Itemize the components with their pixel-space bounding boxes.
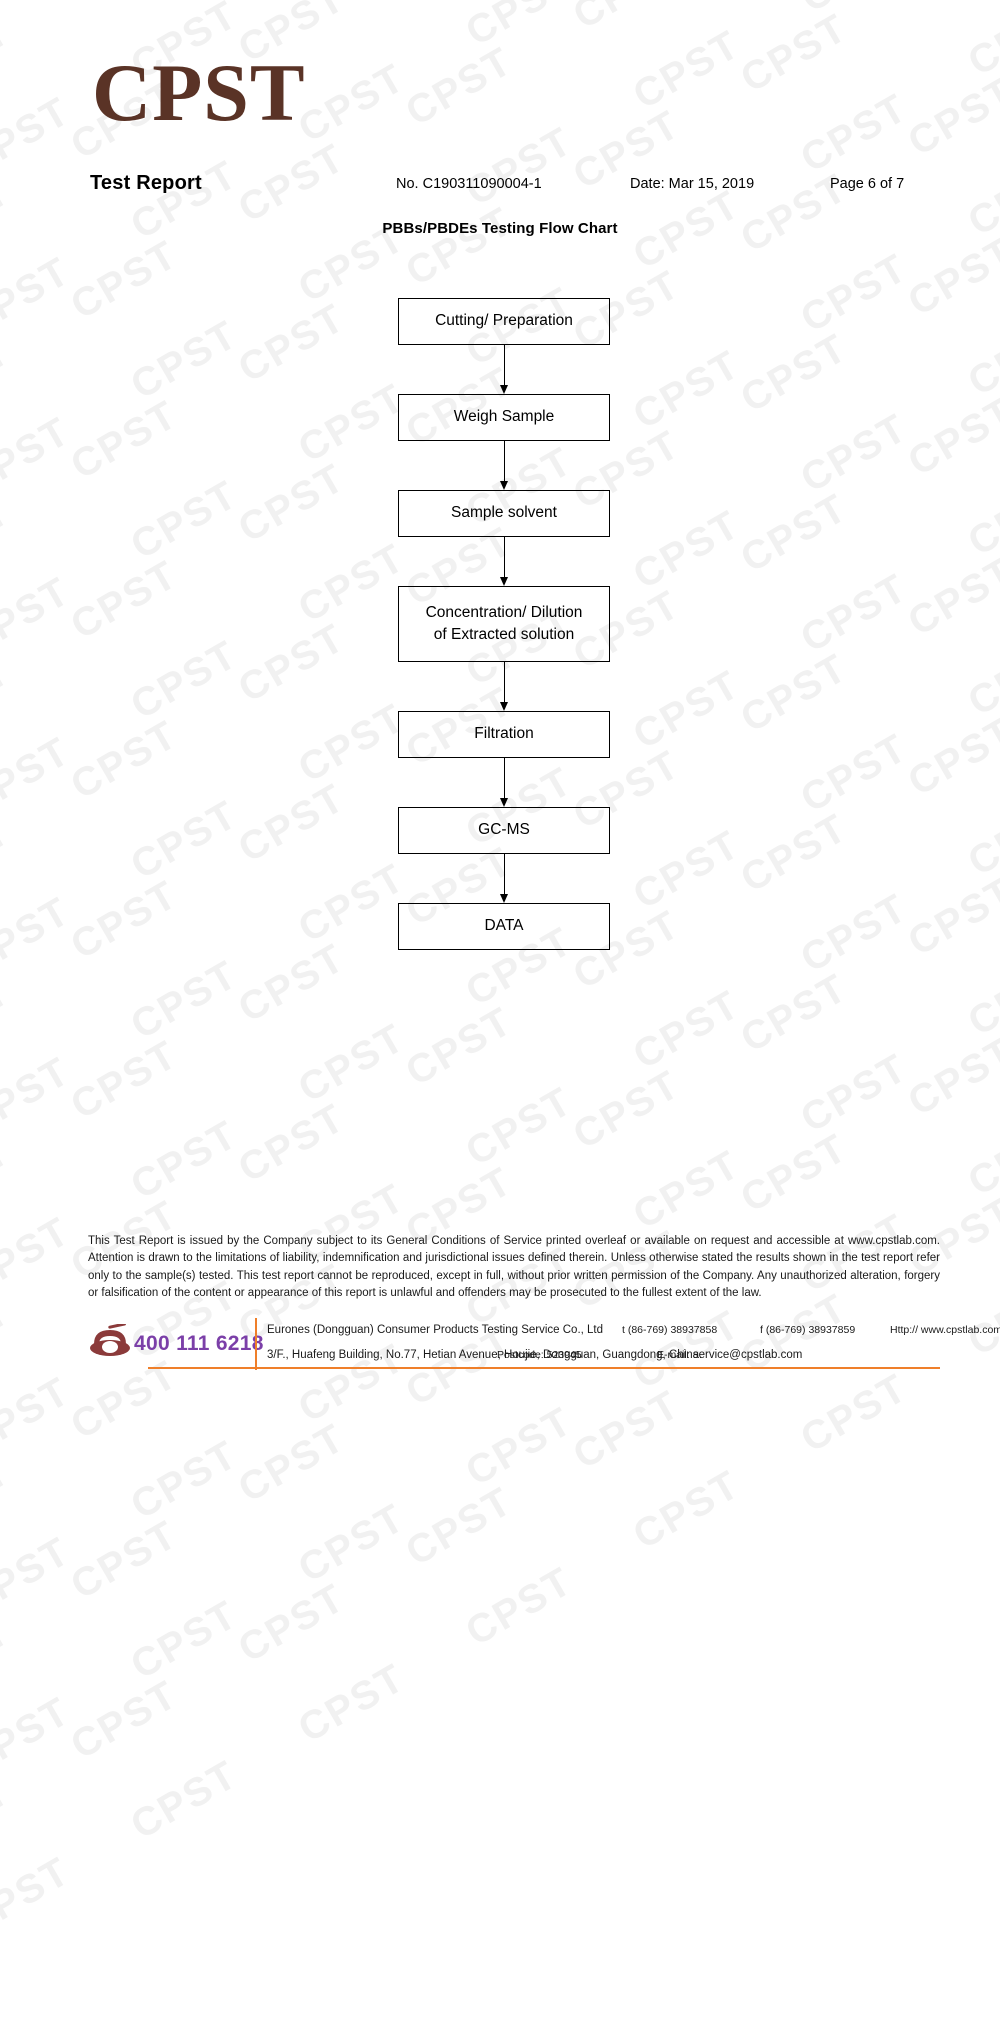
- flow-step-label: GC-MS: [478, 821, 530, 839]
- footer-line-company: Eurones (Dongguan) Consumer Products Tes…: [267, 1324, 1000, 1336]
- telephone: t (86-769) 38937858: [622, 1324, 718, 1336]
- flow-connector: [398, 758, 610, 807]
- flow-connector: [398, 345, 610, 394]
- arrow-down-icon: [499, 662, 509, 711]
- page-footer: 400 111 6218 Eurones (Dongguan) Consumer…: [0, 1316, 1000, 1396]
- arrow-down-icon: [499, 537, 509, 586]
- flow-step-label: Concentration/ Dilution: [425, 603, 583, 621]
- flow-step-box: Cutting/ Preparation: [398, 298, 610, 345]
- footer-vertical-rule: [255, 1318, 257, 1370]
- flow-step-box: GC-MS: [398, 807, 610, 854]
- flow-connector: [398, 441, 610, 490]
- flow-step-label: Sample solvent: [451, 504, 557, 522]
- footer-horizontal-rule: [148, 1367, 940, 1369]
- flow-step-box: Filtration: [398, 711, 610, 758]
- flow-connector: [398, 537, 610, 586]
- report-number: No. C190311090004-1: [396, 176, 542, 192]
- company-name: Eurones (Dongguan) Consumer Products Tes…: [267, 1324, 604, 1336]
- footer-line-address: 3/F., Huafeng Building, No.77, Hetian Av…: [267, 1349, 802, 1361]
- email-address: service@cpstlab.com: [692, 1349, 803, 1361]
- page-indicator: Page 6 of 7: [830, 176, 905, 192]
- flow-step-box: Weigh Sample: [398, 394, 610, 441]
- test-report-page: CPST Test Report No. C190311090004-1 Dat…: [0, 47, 1000, 1396]
- fax: f (86-769) 38937859: [760, 1324, 856, 1336]
- phone-icon: [90, 1324, 130, 1356]
- postcode: Postcode: 523945: [497, 1349, 582, 1361]
- arrow-down-icon: [499, 758, 509, 807]
- address: 3/F., Huafeng Building, No.77, Hetian Av…: [267, 1349, 703, 1361]
- email-label: E-mail:: [657, 1349, 690, 1361]
- report-date: Date: Mar 15, 2019: [630, 176, 755, 192]
- report-header: Test Report No. C190311090004-1 Date: Ma…: [0, 172, 1000, 198]
- flow-connector: [398, 662, 610, 711]
- flow-step-label: Filtration: [474, 725, 534, 743]
- flow-step-box: Sample solvent: [398, 490, 610, 537]
- flow-step-box: DATA: [398, 903, 610, 950]
- flow-step-label: Weigh Sample: [453, 408, 555, 426]
- flow-step-label: of Extracted solution: [433, 626, 575, 643]
- flow-step-label: Cutting/ Preparation: [435, 312, 573, 330]
- website: Http:// www.cpstlab.com: [890, 1324, 1000, 1336]
- arrow-down-icon: [499, 345, 509, 394]
- arrow-down-icon: [499, 854, 509, 903]
- page-title: Test Report: [90, 172, 202, 194]
- cpst-logo: CPST: [92, 47, 306, 138]
- section-title: PBBs/PBDEs Testing Flow Chart: [382, 220, 618, 237]
- disclaimer-text: This Test Report is issued by the Compan…: [88, 1235, 940, 1300]
- flow-step-box: Concentration/ Dilution of Extracted solu…: [398, 586, 610, 662]
- hotline-number: 400 111 6218: [134, 1332, 264, 1355]
- flow-connector: [398, 854, 610, 903]
- flow-step-label: DATA: [484, 917, 524, 935]
- arrow-down-icon: [499, 441, 509, 490]
